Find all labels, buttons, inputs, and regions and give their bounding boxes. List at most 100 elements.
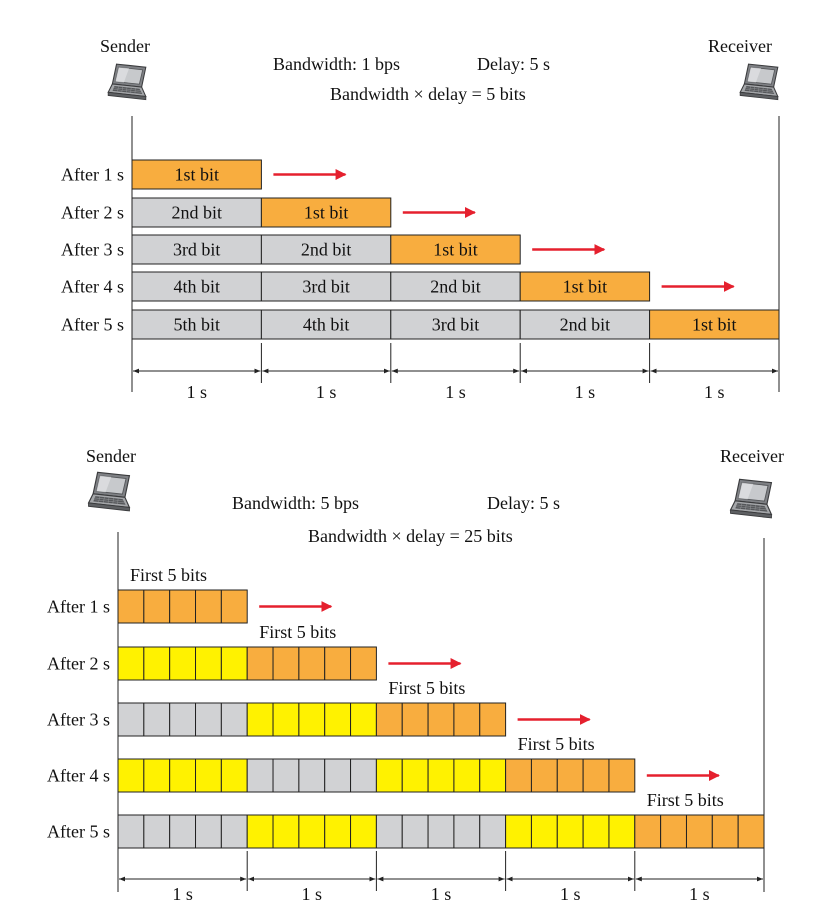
laptop-icon — [87, 471, 131, 512]
bit-square-orange — [530, 758, 558, 793]
receiver-label: Receiver — [720, 446, 784, 466]
bit-square-yellow — [324, 702, 352, 737]
bit-cell-gray — [131, 309, 262, 340]
interval-label: 1 s — [575, 382, 596, 402]
first-bits-label: First 5 bits — [518, 734, 595, 754]
bit-square-yellow — [479, 758, 507, 793]
bit-square-orange — [479, 702, 507, 737]
bit-square-yellow — [582, 814, 610, 849]
laptop-icon — [739, 63, 779, 101]
bit-label: 4th bit — [173, 277, 220, 297]
bit-square-orange — [350, 646, 377, 681]
bit-label: 3rd bit — [432, 315, 480, 335]
bit-square-orange — [685, 814, 713, 849]
bit-square-gray — [350, 758, 377, 793]
first-bits-label: First 5 bits — [259, 622, 336, 642]
bit-square-yellow — [556, 814, 584, 849]
first-bits-label: First 5 bits — [647, 790, 724, 810]
bit-square-gray — [324, 758, 352, 793]
delay-text: Delay: 5 s — [477, 54, 550, 74]
bit-cell-gray — [519, 309, 651, 340]
bit-square-yellow — [608, 814, 636, 849]
bit-square-yellow — [298, 814, 326, 849]
bit-cell-gray — [131, 271, 262, 302]
bit-square-orange — [427, 702, 455, 737]
bit-label: 2nd bit — [301, 240, 352, 260]
bit-square-orange — [608, 758, 636, 793]
bit-square-gray — [169, 702, 197, 737]
row-label: After 5 s — [61, 315, 124, 335]
bit-square-yellow — [298, 702, 326, 737]
bit-square-yellow — [195, 646, 222, 681]
bit-cell-gray — [390, 309, 521, 340]
interval-label: 1 s — [445, 382, 466, 402]
sender-label: Sender — [100, 36, 150, 56]
bit-label: 2nd bit — [430, 277, 481, 297]
interval-label: 1 s — [560, 884, 581, 904]
row-label: After 4 s — [61, 277, 124, 297]
bit-square-yellow — [350, 814, 377, 849]
bit-square-orange — [505, 758, 532, 793]
bit-square-gray — [479, 814, 507, 849]
bit-square-orange — [143, 589, 171, 624]
bit-square-yellow — [427, 758, 455, 793]
row-after-1s: After 1 s First 5 bits — [47, 565, 333, 624]
bit-square-orange — [220, 589, 248, 624]
row-label: After 1 s — [47, 597, 110, 617]
bit-square-gray — [195, 702, 222, 737]
bit-cell-orange — [131, 159, 262, 190]
bit-square-gray — [453, 814, 481, 849]
bit-square-orange — [634, 814, 662, 849]
interval-label: 1 s — [186, 382, 207, 402]
product-text: Bandwidth × delay = 25 bits — [308, 526, 513, 546]
bit-square-gray — [220, 814, 248, 849]
bit-label: 1st bit — [174, 165, 219, 185]
bit-square-orange — [556, 758, 584, 793]
row-label: After 5 s — [47, 822, 110, 842]
first-bits-label: First 5 bits — [388, 678, 465, 698]
bit-square-gray — [401, 814, 429, 849]
bit-square-yellow — [169, 758, 197, 793]
first-bits-label: First 5 bits — [130, 565, 207, 585]
bit-square-orange — [272, 646, 300, 681]
bit-cell-gray — [131, 197, 262, 228]
bit-cell-orange — [649, 309, 780, 340]
bit-square-yellow — [272, 702, 300, 737]
bit-square-gray — [298, 758, 326, 793]
bandwidth-text: Bandwidth: 1 bps — [273, 54, 400, 74]
bit-square-gray — [375, 814, 403, 849]
bit-square-yellow — [272, 814, 300, 849]
bit-cell-orange — [260, 197, 392, 228]
bit-square-yellow — [246, 702, 274, 737]
row-label: After 3 s — [47, 710, 110, 730]
bit-square-yellow — [169, 646, 197, 681]
interval-label: 1 s — [704, 382, 725, 402]
bit-square-orange — [711, 814, 739, 849]
bit-square-yellow — [350, 702, 377, 737]
bit-square-yellow — [143, 646, 171, 681]
bit-square-gray — [246, 758, 274, 793]
bit-square-yellow — [505, 814, 532, 849]
bit-square-gray — [117, 814, 145, 849]
bit-square-gray — [195, 814, 222, 849]
bit-square-orange — [453, 702, 481, 737]
bit-square-orange — [246, 646, 274, 681]
bit-square-yellow — [143, 758, 171, 793]
bit-square-orange — [195, 589, 222, 624]
bit-cell-orange — [519, 271, 651, 302]
bit-square-yellow — [117, 758, 145, 793]
row-after-3s: After 3 s First 5 bits — [47, 678, 591, 737]
bit-cell-orange — [390, 234, 521, 265]
laptop-icon — [729, 478, 773, 519]
row-label: After 2 s — [47, 654, 110, 674]
bit-square-orange — [375, 702, 403, 737]
bit-square-orange — [737, 814, 765, 849]
row-label: After 2 s — [61, 203, 124, 223]
